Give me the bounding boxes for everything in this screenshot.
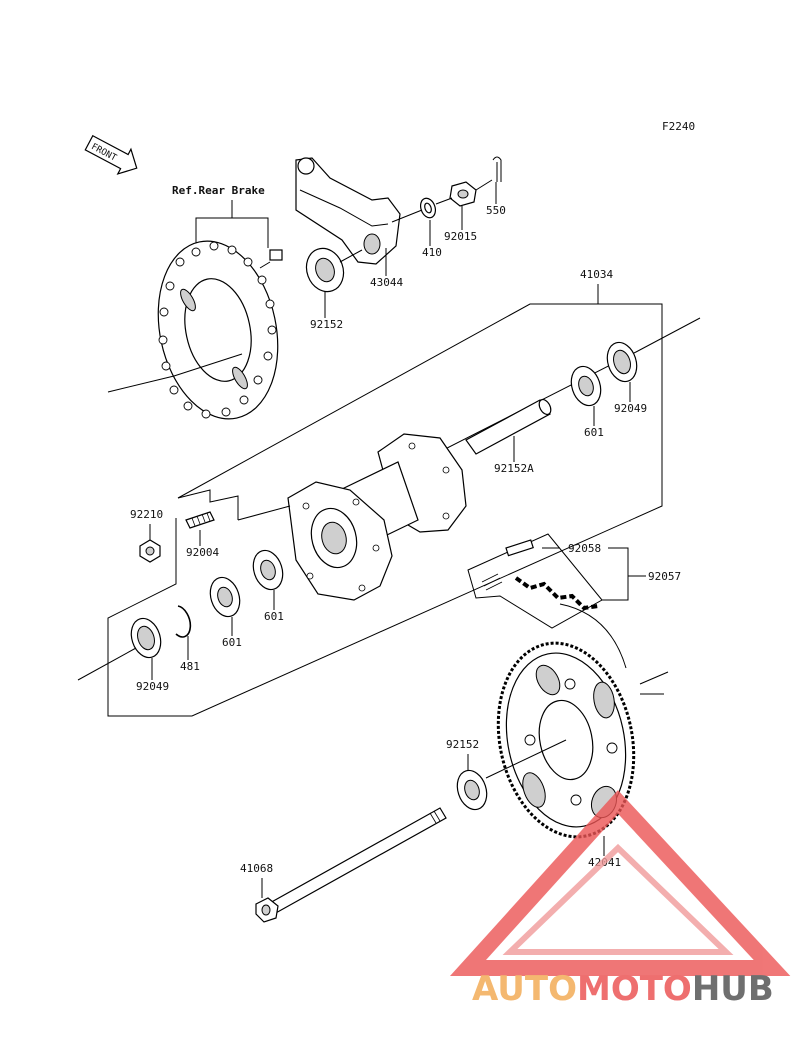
nut-92015 <box>449 181 477 207</box>
label-601-mid: 601 <box>264 610 284 623</box>
label-92057: 92057 <box>648 570 681 583</box>
label-410: 410 <box>422 246 442 259</box>
bearing-601-mid <box>252 549 284 591</box>
label-41034: 41034 <box>580 268 613 281</box>
label-92058: 92058 <box>568 542 601 555</box>
watermark-text: AUTOMOTOHUB <box>472 969 774 1009</box>
spacer-92152A <box>465 398 552 455</box>
watermark-part1: AUTO <box>472 969 577 1009</box>
label-92152-top: 92152 <box>310 318 343 331</box>
label-92152A: 92152A <box>494 462 534 475</box>
bearing-601-right <box>570 365 602 407</box>
figure-code: F2240 <box>662 120 695 133</box>
watermark-logo <box>449 790 791 976</box>
wheel-hub <box>287 433 467 601</box>
bearing-601-left <box>209 576 241 618</box>
collar-92152-top <box>305 247 345 293</box>
caliper-bracket <box>295 157 401 265</box>
oil-seal-92049-right <box>606 341 638 383</box>
cotter-pin-550 <box>492 156 502 182</box>
oil-seal-92049-left <box>130 617 162 659</box>
collar-92152-mid <box>456 769 488 811</box>
label-92015: 92015 <box>444 230 477 243</box>
stud-92004 <box>185 511 215 529</box>
label-92004: 92004 <box>186 546 219 559</box>
label-550: 550 <box>486 204 506 217</box>
label-601-right: 601 <box>584 426 604 439</box>
ref-rear-brake-note: Ref.Rear Brake <box>172 184 265 197</box>
label-92152-mid: 92152 <box>446 738 479 751</box>
front-arrow-icon: FRONT <box>84 134 138 175</box>
label-601-left: 601 <box>222 636 242 649</box>
brake-disc <box>157 240 279 420</box>
label-481: 481 <box>180 660 200 673</box>
disc-bolt <box>259 249 283 269</box>
label-92049-right: 92049 <box>614 402 647 415</box>
axle-41068 <box>255 807 447 923</box>
label-92210: 92210 <box>130 508 163 521</box>
watermark-part2: MOTO <box>577 969 692 1009</box>
watermark-part3: HUB <box>692 969 774 1009</box>
nut-92210 <box>139 539 161 563</box>
label-92049-left: 92049 <box>136 680 169 693</box>
drive-chain <box>467 533 627 669</box>
circlip-481 <box>175 605 192 638</box>
label-43044: 43044 <box>370 276 403 289</box>
label-41068: 41068 <box>240 862 273 875</box>
washer-410 <box>419 197 437 219</box>
